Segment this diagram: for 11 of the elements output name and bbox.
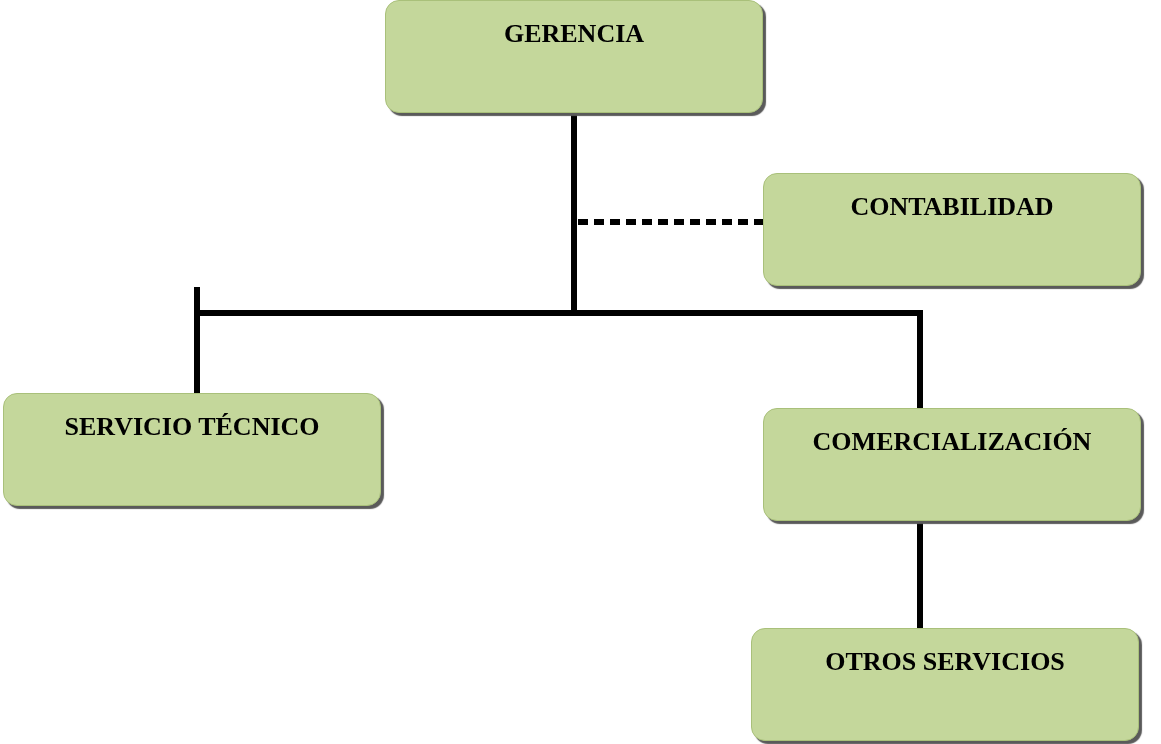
- org-unit-box: [751, 628, 1139, 741]
- org-unit-box: [3, 393, 381, 506]
- unit-title: OTROS SERVICIOS: [825, 647, 1065, 676]
- org-unit-box: [763, 408, 1141, 521]
- unit-title: SERVICIO TÉCNICO: [64, 412, 320, 441]
- unit-title: COMERCIALIZACIÓN: [812, 427, 1092, 456]
- unit-title: GERENCIA: [503, 19, 645, 48]
- connector-line: [917, 521, 923, 628]
- org-unit-box: [385, 0, 763, 113]
- unit-title: CONTABILIDAD: [850, 192, 1054, 221]
- org-unit-box: [763, 173, 1141, 286]
